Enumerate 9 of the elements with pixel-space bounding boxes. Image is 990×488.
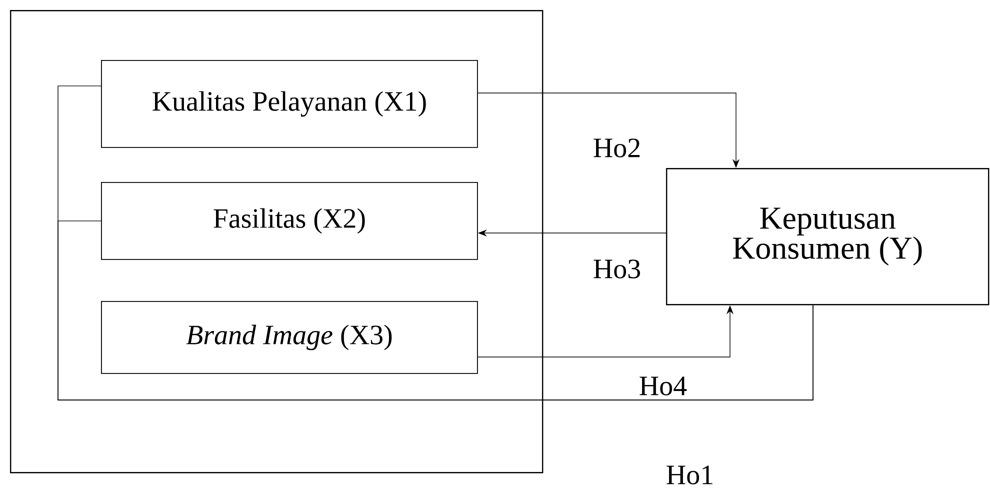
hypothesis-label: Ho1 (666, 466, 712, 484)
edge-label: Ho2 (592, 138, 642, 158)
edge-label: Ho3 (592, 258, 642, 280)
variable-box: Keputusan Konsumen (Y) (666, 168, 990, 306)
variable-box: Fasilitas (X2) (101, 182, 478, 260)
outer-frame (10, 10, 544, 474)
variable-box: Kualitas Pelayanan (X1) (101, 60, 478, 148)
variable-box: Brand Image (X3) (101, 301, 478, 374)
edge-label: Ho4 (638, 376, 688, 396)
